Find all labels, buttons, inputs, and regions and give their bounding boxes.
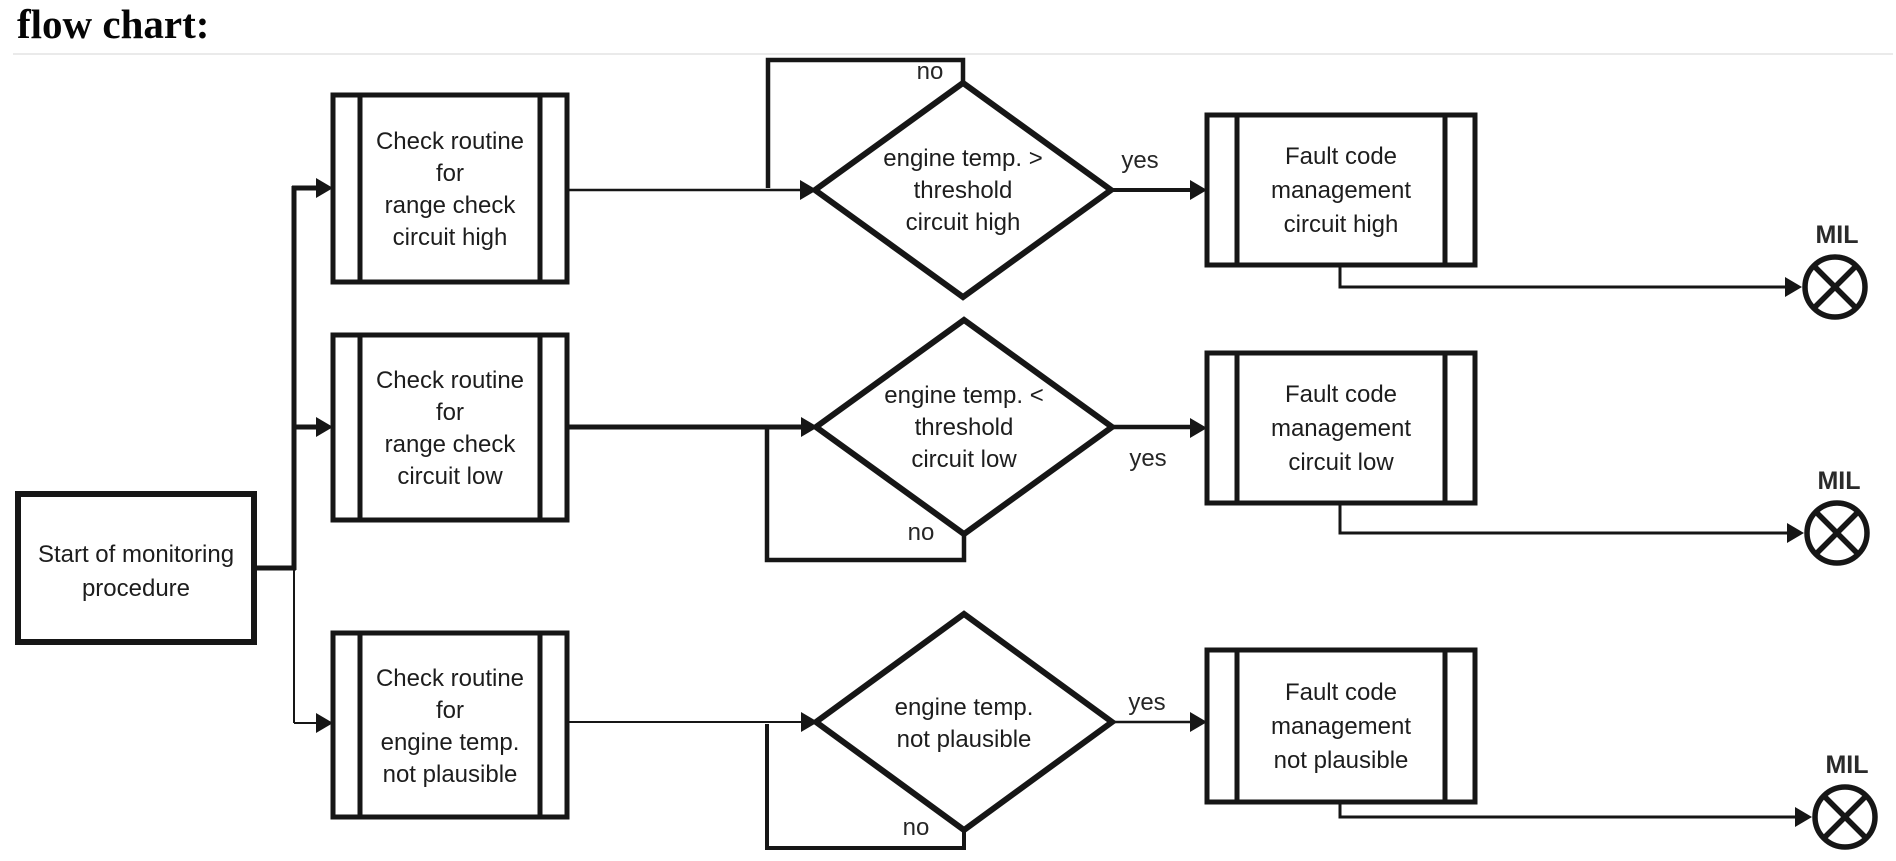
decision-label: circuit high bbox=[906, 209, 1021, 236]
check-node-label: Check routine bbox=[376, 665, 524, 692]
fault-node-label: Fault code bbox=[1285, 679, 1397, 706]
connector-fault-to-mil bbox=[1338, 265, 1786, 289]
check-node-label: for bbox=[436, 697, 464, 724]
no-label: no bbox=[917, 58, 944, 85]
start-node-label: Start of monitoring bbox=[38, 541, 234, 568]
check-node-circuit-high bbox=[330, 92, 570, 285]
arrowhead bbox=[801, 417, 818, 437]
decision-diamond-not-plausible bbox=[810, 610, 1118, 834]
arrowhead bbox=[1787, 523, 1804, 543]
fault-node-label: Fault code bbox=[1285, 143, 1397, 170]
no-loop-connector bbox=[764, 429, 967, 563]
decision-label: engine temp. bbox=[895, 694, 1034, 721]
arrowhead bbox=[316, 417, 333, 437]
check-node-label: engine temp. bbox=[381, 729, 520, 756]
decision-label: threshold bbox=[915, 414, 1014, 441]
arrowhead bbox=[801, 712, 818, 732]
branch-connectors bbox=[254, 178, 333, 733]
decision-label: engine temp. < bbox=[884, 382, 1043, 409]
check-node-label: range check bbox=[385, 192, 517, 219]
fault-node-label: management bbox=[1271, 177, 1411, 204]
mil-lamp-cross bbox=[1814, 510, 1860, 556]
arrowhead bbox=[1785, 277, 1802, 297]
yes-label: yes bbox=[1128, 689, 1165, 716]
start-node: Start of monitoring procedure bbox=[15, 491, 257, 645]
yes-label: yes bbox=[1121, 147, 1158, 174]
no-loop-connector bbox=[765, 57, 966, 188]
fault-node-label: circuit high bbox=[1284, 211, 1399, 238]
connector-fault-to-mil bbox=[1338, 503, 1788, 535]
row-not-plausible: Check routine for engine temp. not plaus… bbox=[330, 610, 1878, 850]
check-node-not-plausible bbox=[330, 630, 570, 820]
fault-node-label: circuit low bbox=[1288, 449, 1394, 476]
mil-label: MIL bbox=[1815, 221, 1858, 249]
no-label: no bbox=[903, 814, 930, 841]
decision-label: circuit low bbox=[911, 446, 1017, 473]
connector-fault-to-mil bbox=[1338, 802, 1796, 819]
arrowhead bbox=[1190, 712, 1207, 732]
check-node-label: circuit high bbox=[393, 224, 508, 251]
fault-node-circuit-low bbox=[1204, 350, 1478, 506]
arrowhead bbox=[316, 178, 333, 198]
check-node-label: circuit low bbox=[397, 463, 503, 490]
check-node-label: Check routine bbox=[376, 367, 524, 394]
check-node-label: for bbox=[436, 160, 464, 187]
row-circuit-low: Check routine for range check circuit lo… bbox=[330, 316, 1870, 566]
start-node-label: procedure bbox=[82, 575, 190, 602]
fault-node-label: not plausible bbox=[1274, 747, 1409, 774]
decision-label: not plausible bbox=[897, 726, 1032, 753]
mil-lamp-icon: MIL bbox=[1812, 751, 1878, 850]
mil-lamp-icon: MIL bbox=[1802, 221, 1868, 320]
no-label: no bbox=[908, 519, 935, 546]
check-node-label: Check routine bbox=[376, 128, 524, 155]
decision-label: threshold bbox=[914, 177, 1013, 204]
check-node-label: range check bbox=[385, 431, 517, 458]
check-node-label: not plausible bbox=[383, 761, 518, 788]
arrowhead bbox=[316, 713, 333, 733]
start-node-box bbox=[15, 491, 257, 645]
arrowhead bbox=[1795, 807, 1812, 827]
fault-node-label: management bbox=[1271, 713, 1411, 740]
page-title: flow chart: bbox=[17, 1, 210, 47]
row-circuit-high: Check routine for range check circuit hi… bbox=[330, 57, 1868, 320]
arrowhead bbox=[1190, 418, 1207, 438]
no-loop-connector bbox=[765, 724, 966, 850]
fault-node-label: management bbox=[1271, 415, 1411, 442]
fault-node-label: Fault code bbox=[1285, 381, 1397, 408]
mil-lamp-cross bbox=[1822, 794, 1868, 840]
yes-label: yes bbox=[1129, 445, 1166, 472]
mil-label: MIL bbox=[1825, 751, 1868, 779]
arrowhead bbox=[800, 180, 817, 200]
mil-lamp-icon: MIL bbox=[1804, 467, 1870, 566]
decision-label: engine temp. > bbox=[883, 145, 1042, 172]
check-node-label: for bbox=[436, 399, 464, 426]
arrowhead bbox=[1190, 180, 1207, 200]
check-node-circuit-low bbox=[330, 332, 570, 523]
mil-lamp-cross bbox=[1812, 264, 1858, 310]
mil-label: MIL bbox=[1817, 467, 1860, 495]
